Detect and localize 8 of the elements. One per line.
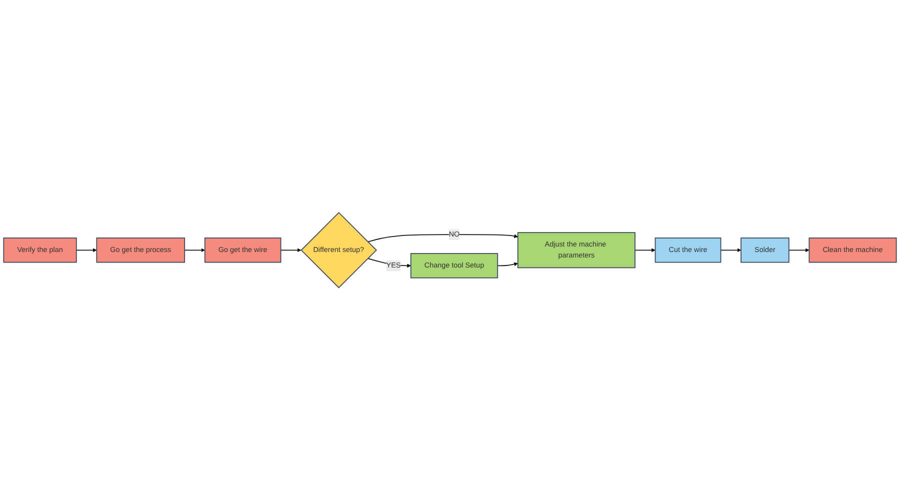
arrow: [76, 248, 97, 252]
arrow: [788, 248, 810, 252]
arrow: [720, 248, 742, 252]
arrow: [367, 234, 518, 243]
arrow: [497, 262, 518, 266]
arrow: [184, 248, 206, 252]
arrow: [280, 248, 302, 252]
arrow: [634, 248, 656, 252]
